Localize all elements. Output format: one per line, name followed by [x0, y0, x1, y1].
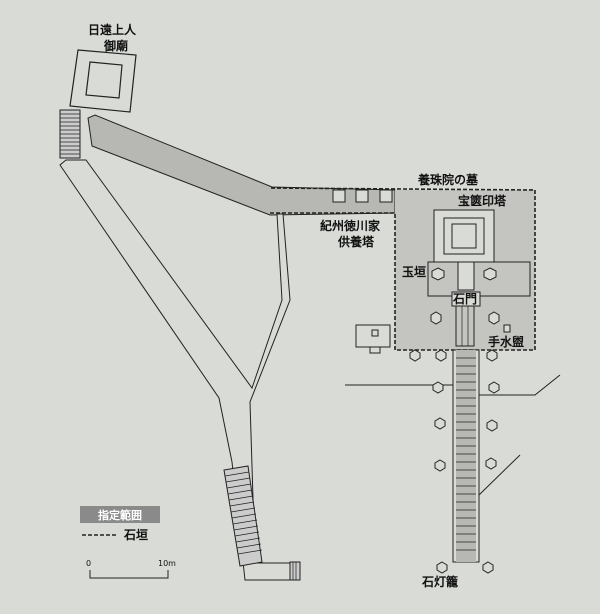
- stair-left-upper: [59, 109, 81, 159]
- stone-lanterns: [409, 349, 500, 574]
- nichion-mausoleum: [69, 49, 137, 113]
- scale-zero: 0: [86, 559, 91, 568]
- legend-title: 指定範囲: [80, 506, 160, 523]
- scale-bar: [89, 570, 169, 579]
- upper-diagonal-path: [87, 114, 396, 216]
- yojuin-grave-label: 養珠院の墓: [417, 172, 479, 187]
- stone-lanterns-label: 石灯籠: [421, 574, 458, 589]
- stair-left-lower: [223, 465, 263, 567]
- wall-posts: [332, 189, 393, 203]
- lower-approach-stairs: [452, 349, 480, 563]
- stone-gate: [451, 291, 481, 347]
- tamagaki-label: 玉垣: [402, 264, 426, 279]
- hokyointo-pagoda: [433, 209, 495, 263]
- pagoda-label: 宝篋印塔: [458, 193, 507, 208]
- kishu-label-line2: 供養塔: [337, 234, 375, 249]
- kishu-label-line1: 紀州徳川家: [320, 218, 381, 233]
- scale-ten: 10m: [158, 559, 176, 568]
- mausoleum-label-line2: 御廟: [103, 38, 128, 53]
- side-building: [355, 324, 391, 354]
- stair-end-steps: [289, 561, 301, 581]
- water-basin-label: 手水盥: [488, 334, 524, 349]
- stone-gate-label: 石門: [452, 292, 477, 306]
- tamagaki-fence: [427, 261, 531, 297]
- water-basin-marker: [503, 324, 511, 333]
- legend-stone-wall-label: 石垣: [123, 527, 148, 542]
- lanterns-enclosure: [430, 267, 500, 325]
- mausoleum-label-line1: 日遠上人: [88, 22, 137, 37]
